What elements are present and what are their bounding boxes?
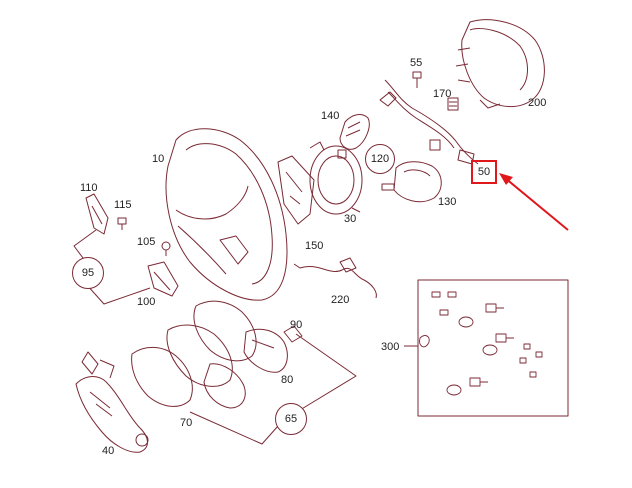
steering-wheel-10-drawing	[165, 128, 288, 301]
part-label-140: 140	[321, 110, 340, 122]
part-label-50: 50	[477, 166, 491, 178]
group-callout-120: 120	[365, 144, 395, 174]
part-label-110: 110	[80, 182, 98, 194]
covers-65-70-drawing	[131, 300, 257, 409]
part-90-drawing	[283, 325, 303, 343]
part-label-300: 300	[381, 341, 400, 353]
group-callout-65: 65	[275, 403, 307, 435]
bracket-150-drawing	[277, 155, 315, 225]
harness-220-drawing	[293, 257, 377, 299]
part-label-30: 30	[344, 213, 357, 225]
wiring-harness-drawing	[379, 79, 479, 165]
kit-300-box	[404, 279, 569, 417]
part-label-115: 115	[114, 199, 132, 211]
switch-140-drawing	[337, 114, 370, 159]
group-65-leader-lines	[189, 333, 357, 445]
part-label-55: 55	[410, 57, 423, 69]
group-label-65: 65	[284, 413, 298, 425]
clock-spring-30-drawing	[309, 141, 363, 215]
highlighted-part-50: 50	[471, 160, 497, 184]
part-label-200: 200	[528, 97, 547, 109]
part-label-100: 100	[137, 296, 156, 308]
group-95-leader-lines	[73, 229, 151, 305]
part-label-105: 105	[137, 236, 156, 248]
bolt-170-drawing	[447, 97, 459, 111]
group-label-95: 95	[81, 267, 95, 279]
part-label-90: 90	[290, 319, 303, 331]
part-label-80: 80	[281, 374, 294, 386]
part-105-drawing	[161, 241, 171, 256]
highlight-arrow	[499, 173, 569, 231]
part-label-220: 220	[331, 294, 350, 306]
screw-115-drawing	[117, 217, 127, 230]
group-label-120: 120	[370, 153, 390, 165]
paddle-100-drawing	[147, 261, 179, 297]
part-label-10: 10	[152, 153, 165, 165]
screw-55-drawing	[412, 71, 422, 88]
part-label-150: 150	[305, 240, 324, 252]
part-label-40: 40	[102, 445, 115, 457]
column-housing-40-drawing	[75, 351, 149, 453]
group-callout-95: 95	[72, 257, 104, 289]
kit-300-contents	[419, 291, 543, 396]
paddle-110-drawing	[85, 193, 109, 235]
trim-cover-80-drawing	[243, 328, 288, 373]
part-label-170: 170	[433, 88, 452, 100]
part-label-130: 130	[438, 196, 457, 208]
control-unit-130-drawing	[381, 161, 442, 203]
airbag-module-drawing	[455, 19, 545, 109]
part-label-70: 70	[180, 417, 193, 429]
